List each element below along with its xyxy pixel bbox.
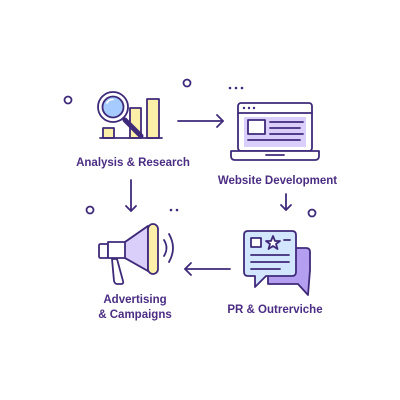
megaphone-icon <box>98 223 174 285</box>
step-label-analysis: Analysis & Research <box>76 157 190 169</box>
flow-arrow-website-to-pr <box>280 193 292 211</box>
laptop-icon <box>230 102 320 161</box>
step-label-advertising-line-2: & Campaigns <box>98 309 172 321</box>
step-label-advertising-line-1: Advertising <box>103 294 167 306</box>
flow-arrow-pr-to-advertising <box>184 262 231 276</box>
speech-bubbles-icon <box>243 230 311 296</box>
step-label-advertising: Advertising & Campaigns <box>80 293 190 323</box>
step-label-pr: PR & Outrerviche <box>227 304 323 316</box>
step-label-website: Website Development <box>217 175 338 187</box>
magnifier-bar-chart-icon <box>97 91 163 139</box>
flow-arrow-analysis-to-advertising <box>125 179 137 212</box>
flow-arrow-analysis-to-website <box>177 114 224 128</box>
decorative-dots <box>63 78 317 218</box>
